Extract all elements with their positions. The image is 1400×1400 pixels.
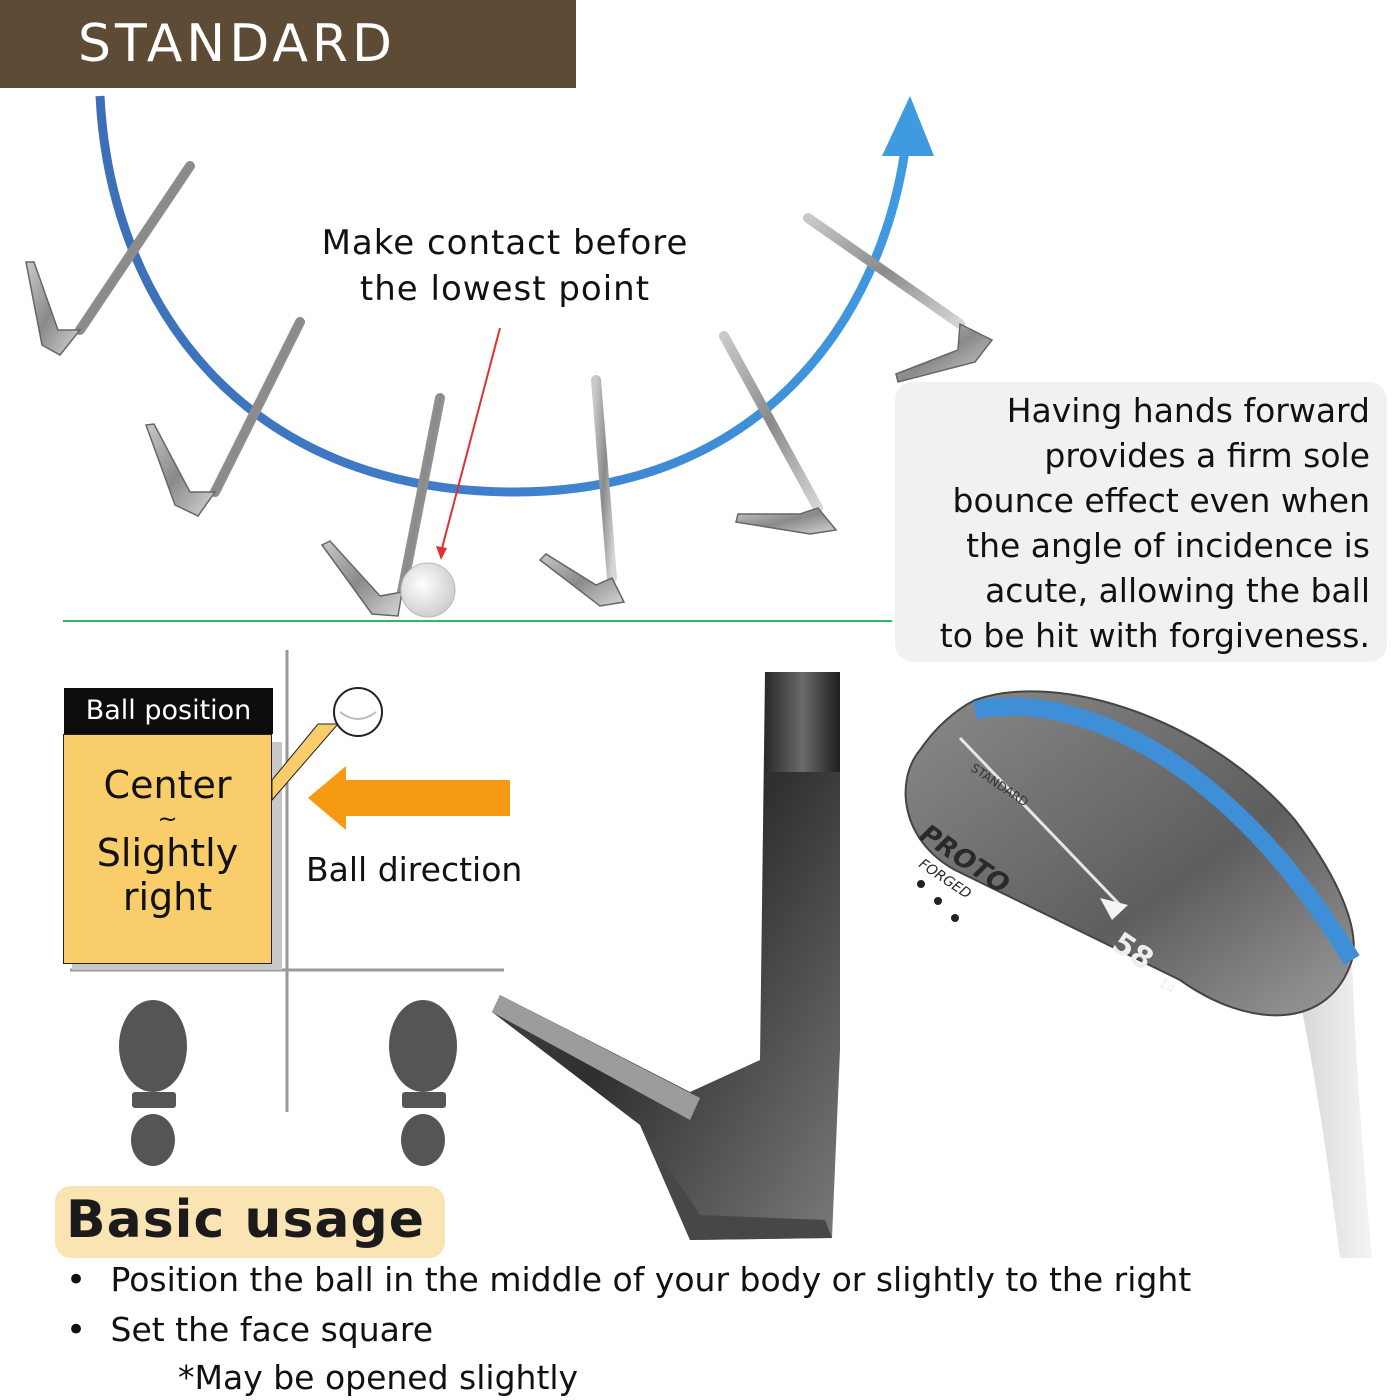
contact-caption-line-1: Make contact before: [321, 223, 689, 263]
ball-position-line-3: Slightly: [96, 831, 239, 875]
hands-forward-text: Having hands forward provides a firm sol…: [880, 388, 1370, 658]
right-foot-icon: [389, 1000, 457, 1166]
page-title: STANDARD: [78, 14, 397, 74]
left-foot-icon: [119, 1000, 187, 1166]
wedge-product-images: STANDARD PROTO FORGED 58 14: [492, 672, 1372, 1258]
club-position-6: [803, 213, 994, 383]
club-position-5: [719, 331, 838, 535]
usage-item: Set the face square: [66, 1310, 434, 1350]
hands-forward-line: bounce effect even when: [952, 481, 1370, 520]
usage-note: *May be opened slightly: [178, 1358, 579, 1397]
club-position-2: [144, 317, 305, 517]
hands-forward-line: to be hit with forgiveness.: [939, 616, 1370, 655]
club-position-4: [538, 375, 626, 607]
ball-position-line-2: ~: [157, 805, 178, 833]
wedge-heel-image: [492, 672, 840, 1240]
hands-forward-line: acute, allowing the ball: [985, 571, 1370, 610]
wedge-face-image: [904, 690, 1372, 1258]
contact-caption-line-2: the lowest point: [359, 269, 651, 309]
club-position-1: [25, 161, 195, 356]
ball-position-callout: Center ~ Slightly right: [63, 734, 272, 964]
ball-position-line-4: right: [122, 875, 213, 919]
contact-pointer: [440, 327, 501, 553]
usage-item: Position the ball in the middle of your …: [66, 1260, 1192, 1300]
usage-item-text: Position the ball in the middle of your …: [110, 1260, 1192, 1299]
ball-direction-arrow: [308, 766, 510, 830]
hands-forward-panel: [895, 382, 1387, 662]
ball-position-ball: [333, 687, 383, 737]
golf-ball: [400, 562, 456, 618]
contact-pointer-head: [436, 546, 447, 560]
page-title-banner: STANDARD: [0, 0, 576, 88]
ball-position-tag-label: Ball position: [85, 695, 252, 726]
hands-forward-line: Having hands forward: [1006, 391, 1370, 430]
ball-direction-label: Ball direction: [306, 850, 523, 889]
ball-position-line-1: Center: [103, 763, 232, 807]
wedge-bounce-text: 14: [1156, 976, 1178, 998]
ball-position-tag: Ball position: [64, 688, 273, 734]
basic-usage-pill: [55, 1186, 445, 1258]
swing-arc: [95, 95, 910, 497]
swing-arrow-head: [882, 96, 934, 156]
hands-forward-line: provides a firm sole: [1044, 436, 1370, 475]
contact-caption: Make contact before the lowest point: [280, 220, 730, 312]
swing-illustration: [25, 95, 994, 622]
hands-forward-line: the angle of incidence is: [966, 526, 1370, 565]
basic-usage-title: Basic usage: [66, 1190, 425, 1250]
club-position-3: [320, 393, 445, 617]
usage-item-text: Set the face square: [110, 1310, 434, 1349]
